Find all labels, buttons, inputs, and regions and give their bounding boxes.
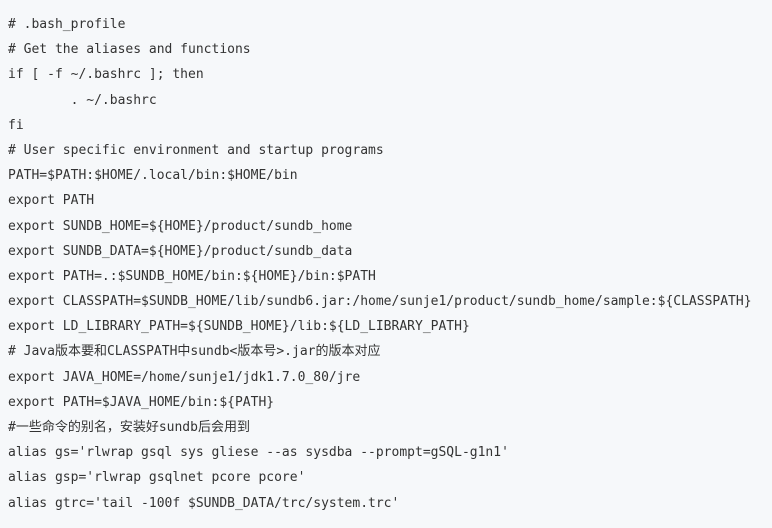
code-line-4: . ~/.bashrc [8,92,157,108]
code-line-11: export PATH=.:$SUNDB_HOME/bin:${HOME}/bi… [8,268,376,284]
code-line-6: # User specific environment and startup … [8,142,384,158]
code-line-20: alias gtrc='tail -100f $SUNDB_DATA/trc/s… [8,495,400,511]
code-line-3: if [ -f ~/.bashrc ]; then [8,67,204,83]
code-line-8: export PATH [8,193,95,209]
code-line-1: # .bash_profile [8,17,126,32]
code-line-17: #一些命令的别名，安装好sundb后会用到 [8,420,250,435]
code-line-15: export JAVA_HOME=/home/sunje1/jdk1.7.0_8… [8,369,361,385]
code-line-13: export LD_LIBRARY_PATH=${SUNDB_HOME}/lib… [8,319,470,335]
code-line-18: alias gs='rlwrap gsql sys gliese --as sy… [8,445,509,461]
code-line-12: export CLASSPATH=$SUNDB_HOME/lib/sundb6.… [8,294,752,310]
code-line-10: export SUNDB_DATA=${HOME}/product/sundb_… [8,243,353,259]
code-line-2: # Get the aliases and functions [8,42,251,58]
code-line-7: PATH=$PATH:$HOME/.local/bin:$HOME/bin [8,168,298,184]
code-line-14: # Java版本要和CLASSPATH中sundb<版本号>.jar的版本对应 [8,344,381,360]
code-line-5: fi [8,117,24,133]
code-line-9: export SUNDB_HOME=${HOME}/product/sundb_… [8,218,353,234]
code-line-16: export PATH=$JAVA_HOME/bin:${PATH} [8,394,275,410]
code-line-19: alias gsp='rlwrap gsqlnet pcore pcore' [8,470,306,486]
